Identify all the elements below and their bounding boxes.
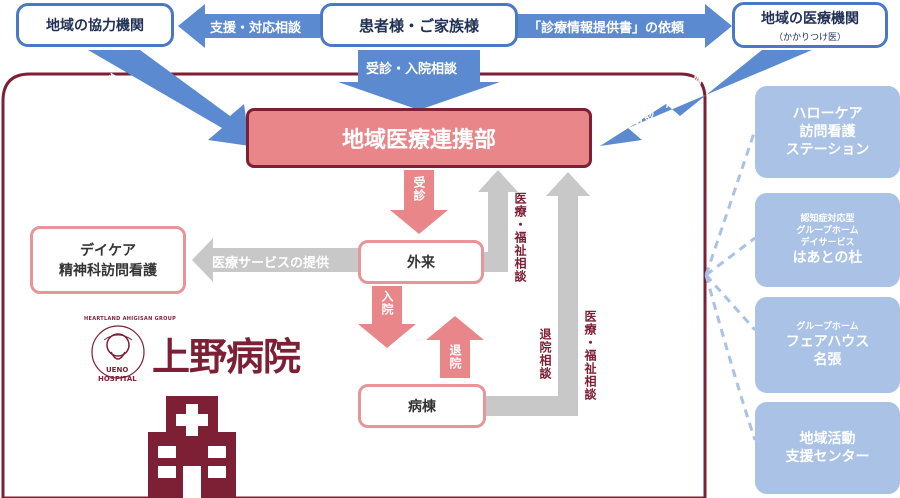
side-fair-house: グループホーム フェアハウス 名張	[755, 297, 900, 393]
hospital-name-logo: 上野病院	[152, 334, 301, 379]
medical-welfare-label-1: 医療・福祉相談	[513, 192, 527, 283]
side-activity-center: 地域活動 支援センター	[755, 402, 900, 494]
side-activity-center-label: 地域活動 支援センター	[785, 431, 870, 465]
local-medical-label: 地域の医療機関	[761, 10, 859, 27]
hospital-frame	[1, 72, 707, 498]
arrow-visit-center	[338, 50, 500, 110]
hospital-building-icon	[148, 396, 236, 498]
daycare-line1: デイケア	[80, 243, 136, 259]
arrow-medical-welfare-1	[478, 170, 518, 272]
arrow-info-request	[515, 4, 732, 48]
outpatient-box: 外来	[358, 240, 484, 284]
partner-institutions-box: 地域の協力機関	[16, 3, 174, 47]
logo-ring-text: HEARTLAND AHIGISAN GROUP	[84, 316, 177, 322]
arrow-visit-right	[600, 50, 812, 146]
discharge-consult-label: 退院相談	[538, 328, 552, 380]
dashed-connectors	[704, 129, 757, 441]
ward-box: 病棟	[358, 384, 486, 428]
patients-families-box: 患者様・ご家族様	[320, 3, 518, 47]
side-hello-care-label: ハローケア 訪問看護 ステーション	[785, 106, 870, 158]
side-heart-forest-small: 認知症対応型 グループホーム デイサービス	[796, 214, 859, 248]
ward-label: 病棟	[408, 399, 436, 415]
support-consult-label: 支援・対応相談	[210, 21, 302, 36]
daycare-line2: 精神科訪問看護	[59, 263, 157, 279]
arrow-visit-left	[88, 50, 250, 146]
visit-center-label: 受診・入院相談	[366, 62, 458, 77]
outpatient-label: 外来	[407, 255, 435, 271]
daycare-box: デイケア 精神科訪問看護	[30, 226, 186, 294]
admission-label: 入院	[380, 290, 394, 316]
info-request-label: 「診療情報提供書」の依頼	[528, 21, 685, 36]
medical-welfare-label-2: 医療・福祉相談	[583, 310, 597, 401]
service-provide-label: 医療サービスの提供	[212, 256, 330, 271]
side-fair-house-small: グループホーム	[796, 322, 859, 332]
local-medical-box: 地域の医療機関 （かかりつけ医）	[732, 2, 888, 48]
side-fair-house-main: フェアハウス 名張	[785, 334, 870, 368]
patients-families-label: 患者様・ご家族様	[358, 16, 479, 35]
side-heart-forest: 認知症対応型 グループホーム デイサービス はあとの杜	[755, 193, 900, 287]
side-heart-forest-main: はあとの杜	[792, 250, 863, 266]
arrow-discharge	[426, 316, 484, 378]
arrow-medical-welfare-2	[485, 172, 590, 416]
logo-en-line1: UENO	[106, 366, 129, 374]
hospital-emblem	[91, 325, 145, 379]
side-hello-care: ハローケア 訪問看護 ステーション	[755, 86, 900, 178]
arrow-consult-down	[390, 170, 448, 234]
discharge-label: 退院	[448, 344, 462, 370]
regional-liaison-department: 地域医療連携部	[246, 108, 592, 168]
arrow-support-consult	[178, 4, 320, 48]
arrow-admission	[358, 286, 416, 348]
consult-down-label: 受診	[412, 176, 426, 202]
local-medical-sublabel: （かかりつけ医）	[773, 32, 847, 43]
partner-institutions-label: 地域の協力機関	[46, 18, 144, 34]
arrow-service-provide	[192, 238, 360, 282]
logo-en-line2: HOSPITAL	[98, 375, 137, 383]
department-label: 地域医療連携部	[341, 128, 496, 153]
